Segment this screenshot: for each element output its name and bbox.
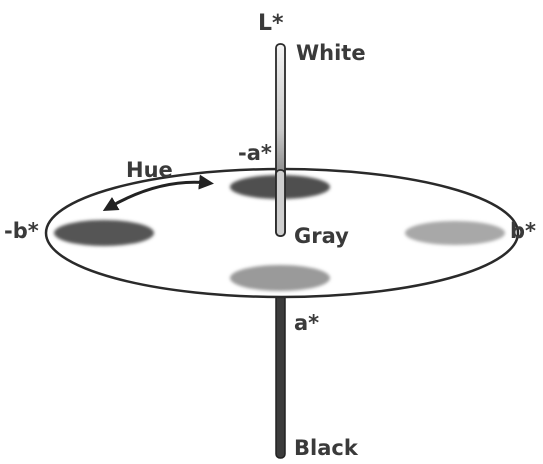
swatch-positive-b [405,221,505,245]
negative-a-label: -a* [238,141,272,165]
hue-label: Hue [126,158,173,182]
gray-label: Gray [294,224,349,248]
l-axis-label: L* [258,11,284,36]
white-label: White [296,41,366,65]
positive-a-label: a* [294,311,319,335]
lightness-axis-lower [276,288,285,458]
black-label: Black [294,436,359,460]
negative-b-label: -b* [4,219,39,243]
swatch-positive-a [230,265,330,291]
lightness-axis-overlay [276,170,285,236]
swatch-negative-b [54,220,154,246]
positive-b-label: b* [510,219,536,243]
